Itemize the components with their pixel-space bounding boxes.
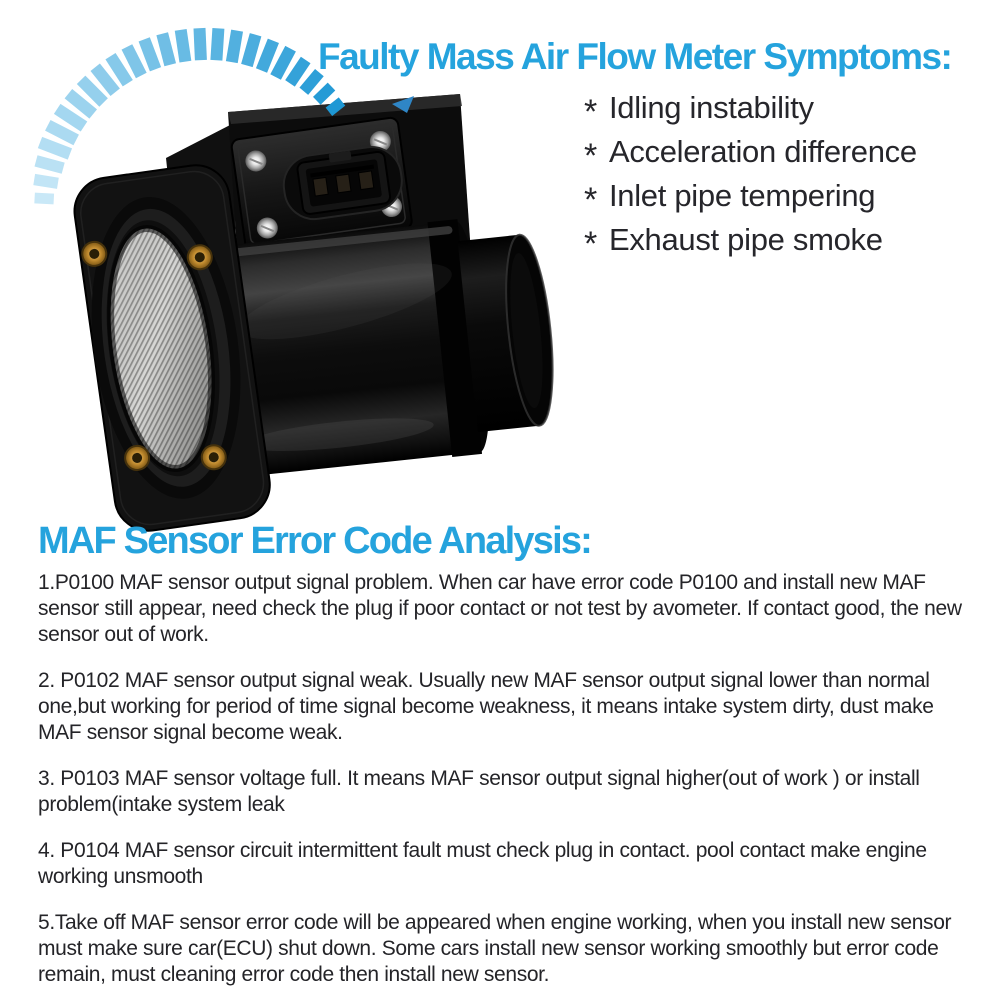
- arc-tick: [241, 33, 262, 68]
- analysis-paragraph-p0103: 3. P0103 MAF sensor voltage full. It mea…: [38, 767, 920, 816]
- arc-tick: [37, 136, 73, 160]
- analysis-paragraph-p0102: 2. P0102 MAF sensor output signal weak. …: [38, 669, 934, 744]
- asterisk-bullet: *: [584, 92, 597, 131]
- symptom-label: Exhaust pipe smoke: [608, 222, 883, 257]
- mesh-screen: [107, 225, 216, 473]
- brass-insert-icon: [81, 240, 108, 267]
- arc-tick: [64, 89, 98, 119]
- arc-tick: [225, 29, 244, 64]
- symptom-list: * Idling instability * Acceleration diff…: [584, 86, 917, 263]
- arc-tick: [105, 52, 133, 87]
- arc-tick: [210, 28, 225, 61]
- symptom-item: * Acceleration difference: [584, 130, 917, 175]
- arc-tick: [45, 119, 79, 146]
- arc-tick: [299, 68, 324, 95]
- sensor-barrel: [214, 219, 554, 478]
- section-title: MAF Sensor Error Code Analysis:: [38, 520, 593, 562]
- symptom-label: Inlet pipe tempering: [608, 178, 876, 213]
- arc-tick: [121, 44, 147, 79]
- arc-tick: [285, 56, 311, 87]
- brass-insert-icon: [124, 444, 151, 471]
- arc-tick: [174, 29, 192, 63]
- arc-tick: [33, 173, 59, 189]
- symptom-label: Acceleration difference: [608, 134, 917, 169]
- airflow-arc-icon: [33, 27, 346, 205]
- brass-insert-icon: [186, 244, 213, 271]
- arc-tick: [34, 155, 65, 174]
- arc-tick: [53, 103, 88, 132]
- arc-tick: [270, 45, 296, 80]
- analysis-paragraph-p0104: 4. P0104 MAF sensor circuit intermittent…: [38, 839, 927, 888]
- screw-icon: [245, 150, 267, 172]
- screw-icon: [256, 217, 278, 239]
- blue-paint-mark: [392, 96, 414, 113]
- asterisk-bullet: *: [584, 180, 597, 219]
- arc-tick: [156, 32, 177, 67]
- arc-tick: [193, 27, 207, 61]
- arc-tick: [76, 75, 108, 107]
- analysis-section: 1.P0100 MAF sensor output signal problem…: [38, 570, 976, 1000]
- symptom-item: * Idling instability: [584, 86, 917, 131]
- analysis-paragraph-clear-code: 5.Take off MAF sensor error code will be…: [38, 911, 952, 986]
- symptom-item: * Exhaust pipe smoke: [584, 218, 917, 263]
- arc-tick: [255, 38, 279, 73]
- symptom-item: * Inlet pipe tempering: [584, 174, 917, 219]
- maf-sensor-photo: [73, 94, 554, 532]
- symptom-label: Idling instability: [608, 90, 814, 125]
- arc-tick: [325, 97, 346, 116]
- page-title: Faulty Mass Air Flow Meter Symptoms:: [318, 36, 953, 77]
- brass-insert-icon: [200, 444, 227, 471]
- arc-tick: [313, 82, 336, 105]
- arc-tick: [34, 192, 55, 205]
- flange: [73, 164, 271, 532]
- arc-tick: [138, 37, 162, 72]
- electrical-connector: [296, 150, 392, 215]
- arc-tick: [90, 63, 120, 96]
- asterisk-bullet: *: [584, 136, 597, 175]
- asterisk-bullet: *: [584, 224, 597, 263]
- analysis-paragraph-p0100: 1.P0100 MAF sensor output signal problem…: [38, 571, 962, 646]
